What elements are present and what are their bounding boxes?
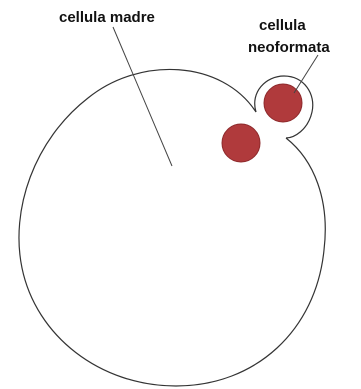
new-cell-label-line2: neoformata xyxy=(248,39,330,56)
mother-cell-leader-line xyxy=(113,27,172,166)
daughter-cell-leader-line xyxy=(294,55,318,93)
mother-nucleus xyxy=(222,124,260,162)
mother-cell-label: cellula madre xyxy=(59,9,155,26)
new-cell-label-line1: cellula xyxy=(259,17,306,34)
